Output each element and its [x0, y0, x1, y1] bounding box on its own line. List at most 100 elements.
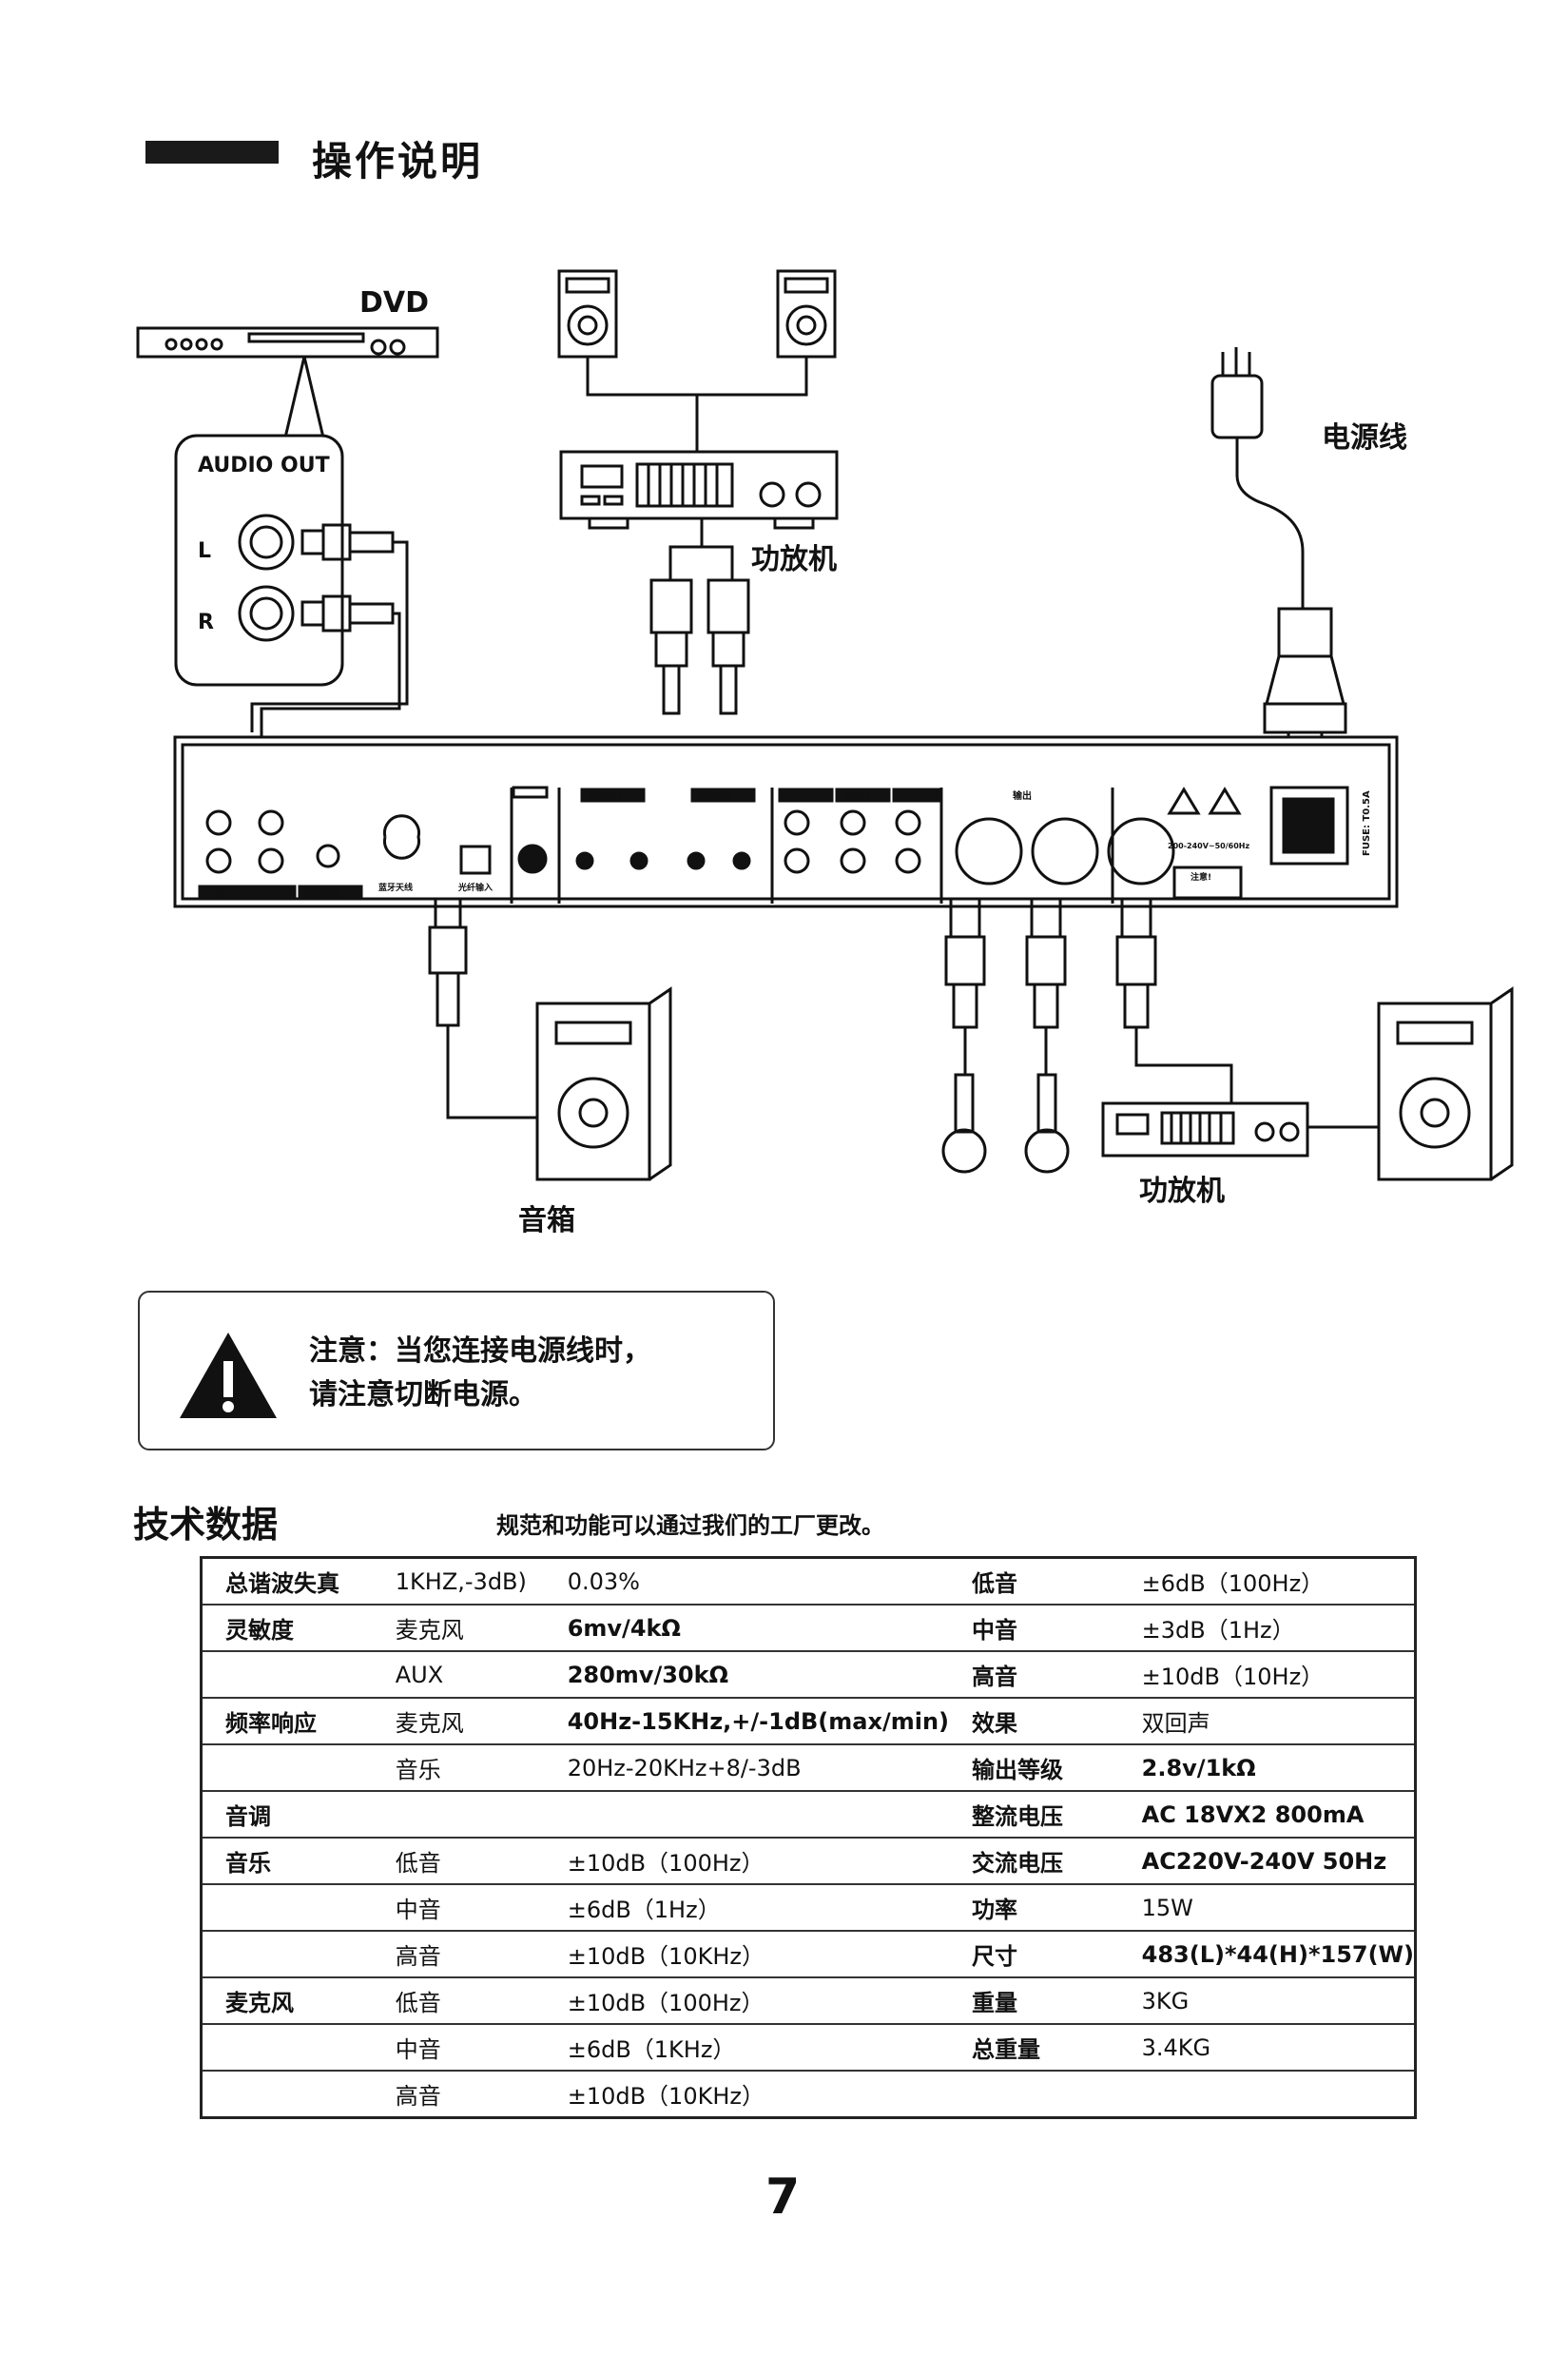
table-cell: ±10dB（10KHz） — [544, 1930, 949, 1977]
table-cell: 15W — [1118, 1883, 1416, 1931]
table-cell: 高音 — [372, 2070, 545, 2118]
table-cell: 效果 — [949, 1697, 1119, 1744]
table-cell: 双回声 — [1118, 1697, 1416, 1744]
table-cell: AUX — [372, 1650, 545, 1698]
speaker-label: 音箱 — [518, 1204, 575, 1237]
table-cell — [201, 1883, 373, 1931]
panel-surround-out-label: 环绕输出 — [588, 790, 622, 802]
page-title: 操作说明 — [312, 138, 484, 185]
table-row: 高音±10dB（10KHz） — [201, 2070, 1416, 2118]
table-cell — [201, 1930, 373, 1977]
microphone-1 — [941, 897, 987, 1174]
connection-diagram: DVD AUDIO OUT L R 功放机 — [136, 269, 1514, 1237]
warning-text: 注意：当您连接电源线时， 请注意切断电源。 — [309, 1330, 651, 1417]
audio-out-label: AUDIO OUT — [198, 454, 330, 477]
panel-optical-label: 光纤输入 — [457, 882, 493, 893]
top-amplifier — [559, 450, 839, 715]
table-cell — [544, 1790, 949, 1838]
table-cell: 高音 — [949, 1650, 1119, 1698]
panel-main-out-label: 主输出 — [844, 790, 870, 802]
table-cell: 灵敏度 — [201, 1604, 373, 1651]
table-cell: 交流电压 — [949, 1837, 1119, 1884]
table-cell: 麦克风 — [372, 1697, 545, 1744]
right-channel-label: R — [198, 611, 214, 634]
table-cell: ±6dB（100Hz） — [1141, 1570, 1325, 1597]
speaker-cable — [428, 897, 537, 1119]
rear-panel — [173, 735, 1399, 908]
left-channel-label: L — [198, 539, 211, 563]
table-cell: 中音 — [372, 2023, 545, 2071]
top-speaker-left — [557, 269, 618, 359]
table-cell: ±10dB（100Hz） — [544, 1837, 949, 1884]
table-cell: 总重量 — [949, 2023, 1119, 2071]
table-cell: ±10dB（10Hz） — [1118, 1650, 1416, 1698]
amplifier-top-label: 功放机 — [751, 543, 837, 576]
table-cell: 低音 — [372, 1837, 545, 1884]
table-cell: 280mv/30kΩ — [544, 1650, 949, 1698]
table-cell: 输出等级 — [949, 1743, 1119, 1791]
table-cell: 功率 — [949, 1883, 1119, 1931]
panel-preset-volume-label: 预设音量 — [304, 887, 342, 900]
table-cell: 20Hz-20KHz+8/-3dB — [544, 1743, 949, 1791]
panel-fuse-label: FUSE: T0.5A — [1362, 790, 1372, 856]
bottom-left-speaker — [535, 986, 672, 1181]
warning-icon — [180, 1333, 277, 1418]
table-cell: 音乐 — [201, 1837, 373, 1884]
table-cell: 音调 — [201, 1790, 373, 1838]
specs-heading: 技术数据 — [133, 1504, 279, 1546]
audio-out-panel — [174, 356, 409, 737]
table-cell: 整流电压 — [949, 1790, 1119, 1838]
table-cell: 麦克风 — [372, 1604, 545, 1651]
table-cell: 6mv/4kΩ — [544, 1604, 949, 1651]
table-cell — [201, 1743, 373, 1791]
table-cell: 总谐波失真 — [225, 1570, 339, 1597]
table-cell: 中音 — [372, 1883, 545, 1931]
table-cell: 40Hz-15KHz,+/-1dB(max/min) — [544, 1697, 949, 1744]
top-speaker-right — [776, 269, 837, 359]
panel-voltage-label: 200-240V~50/60Hz — [1168, 842, 1249, 850]
table-cell: 低音 — [372, 1976, 545, 2024]
table-cell: 1KHZ,-3dB) — [395, 1567, 527, 1595]
bottom-right-speaker — [1377, 986, 1514, 1181]
table-cell — [201, 2070, 373, 2118]
table-cell: 尺寸 — [949, 1930, 1119, 1977]
page-number: 7 — [765, 2169, 801, 2226]
dvd-player — [136, 326, 439, 359]
panel-sub-out-label: 低音输出 — [697, 790, 732, 802]
table-cell: ±10dB（10KHz） — [544, 2070, 949, 2118]
table-cell — [201, 2023, 373, 2071]
warning-line-1: 注意：当您连接电源线时， — [309, 1334, 651, 1368]
table-cell: 音乐 — [372, 1743, 545, 1791]
section-marker-bar — [145, 141, 279, 164]
table-cell: ±6dB（1Hz） — [544, 1883, 949, 1931]
table-cell: ±6dB（1KHz） — [544, 2023, 949, 2071]
table-cell: 高音 — [372, 1930, 545, 1977]
warning-line-2: 请注意切断电源。 — [309, 1378, 537, 1411]
table-cell: ±10dB（100Hz） — [544, 1976, 949, 2024]
table-cell: 麦克风 — [201, 1976, 373, 2024]
amplifier-bottom-label: 功放机 — [1139, 1175, 1225, 1208]
table-cell — [201, 1650, 373, 1698]
table-cell: 483(L)*44(H)*157(W) — [1118, 1930, 1416, 1977]
table-cell: 0.03% — [567, 1567, 640, 1595]
table-cell: 3KG — [1118, 1976, 1416, 2024]
power-cord-label: 电源线 — [1322, 421, 1407, 455]
table-cell — [949, 2070, 1119, 2118]
table-cell: 低音 — [972, 1570, 1017, 1597]
power-plug — [1210, 347, 1347, 751]
bottom-amplifier-chain — [1101, 897, 1379, 1158]
table-cell: 2.8v/1kΩ — [1118, 1743, 1416, 1791]
specs-note: 规范和功能可以通过我们的工厂更改。 — [496, 1512, 884, 1539]
table-row: 总谐波失真 1KHZ,-3dB) 0.03% 低音 ±6dB（100Hz） — [202, 1558, 1416, 1606]
table-cell: ±3dB（1Hz） — [1118, 1604, 1416, 1651]
